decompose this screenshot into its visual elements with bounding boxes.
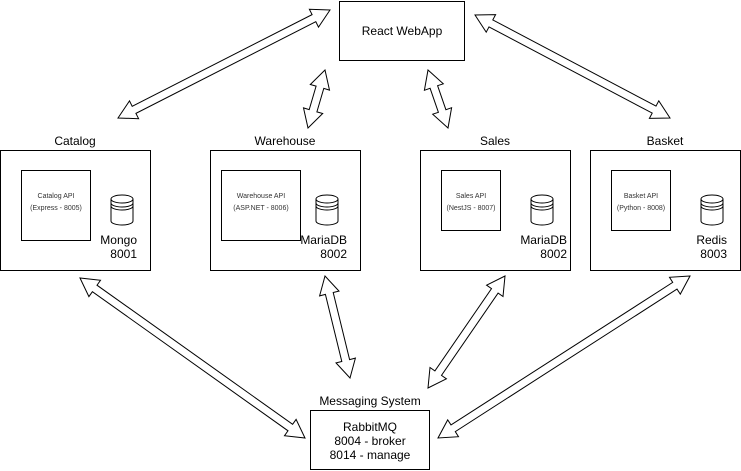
basket-db-port: 8003 (700, 247, 727, 261)
arrow-sales-messaging (427, 275, 506, 389)
messaging-title: Messaging System (319, 394, 421, 408)
catalog-api-name: Catalog API (37, 193, 75, 200)
basket-db: Redis 8003 (683, 233, 727, 261)
database-icon (315, 194, 339, 226)
webapp-box: React WebApp (339, 1, 465, 61)
sales-group: Sales API (NestJS - 8007) MariaDB 8002 (420, 150, 571, 271)
database-icon (530, 194, 554, 226)
sales-api-box: Sales API (NestJS - 8007) (441, 170, 501, 231)
basket-db-name: Redis (696, 233, 727, 247)
sales-db-port: 8002 (540, 247, 567, 261)
warehouse-api-box: Warehouse API (ASP.NET - 8006) (221, 170, 301, 241)
arrow-basket-messaging (437, 275, 691, 439)
webapp-label: React WebApp (361, 24, 443, 38)
arrow-webapp-sales (423, 69, 453, 129)
arrow-webapp-catalog (117, 8, 331, 120)
catalog-group: Catalog API (Express - 8005) Mongo 8001 (0, 150, 151, 271)
catalog-title: Catalog (54, 134, 96, 148)
sales-api-name: Sales API (455, 193, 487, 200)
catalog-db: Mongo 8001 (97, 233, 137, 261)
sales-title: Sales (479, 134, 511, 148)
catalog-api-detail: (Express - 8005) (30, 205, 82, 212)
catalog-db-port: 8001 (110, 247, 137, 261)
sales-db: MariaDB 8002 (513, 233, 567, 261)
basket-api-detail: (Python - 8008) (616, 205, 666, 212)
warehouse-api-name: Warehouse API (236, 193, 286, 200)
warehouse-db-name: MariaDB (300, 233, 347, 247)
sales-db-name: MariaDB (520, 233, 567, 247)
messaging-box: RabbitMQ 8004 - broker 8014 - manage (310, 410, 430, 470)
basket-title: Basket (646, 134, 684, 148)
basket-api-box: Basket API (Python - 8008) (611, 170, 671, 231)
messaging-manage-port: 8014 - manage (329, 448, 411, 462)
catalog-api-box: Catalog API (Express - 8005) (21, 170, 91, 241)
warehouse-db-port: 8002 (320, 247, 347, 261)
database-icon (110, 194, 134, 226)
basket-api-name: Basket API (623, 193, 659, 200)
arrow-warehouse-messaging (318, 274, 357, 380)
warehouse-db: MariaDB 8002 (293, 233, 347, 261)
messaging-broker-port: 8004 - broker (334, 434, 406, 448)
arrow-webapp-warehouse (302, 69, 331, 129)
warehouse-group: Warehouse API (ASP.NET - 8006) MariaDB 8… (210, 150, 361, 271)
catalog-db-name: Mongo (100, 233, 137, 247)
messaging-text: RabbitMQ 8004 - broker 8014 - manage (311, 420, 429, 462)
arrow-webapp-basket (474, 14, 671, 119)
arrow-catalog-messaging (79, 277, 306, 439)
basket-group: Basket API (Python - 8008) Redis 8003 (590, 150, 741, 271)
warehouse-api-detail: (ASP.NET - 8006) (233, 205, 289, 212)
messaging-broker-name: RabbitMQ (342, 420, 398, 434)
warehouse-title: Warehouse (254, 134, 316, 148)
sales-api-detail: (NestJS - 8007) (446, 205, 496, 212)
database-icon (700, 194, 724, 226)
